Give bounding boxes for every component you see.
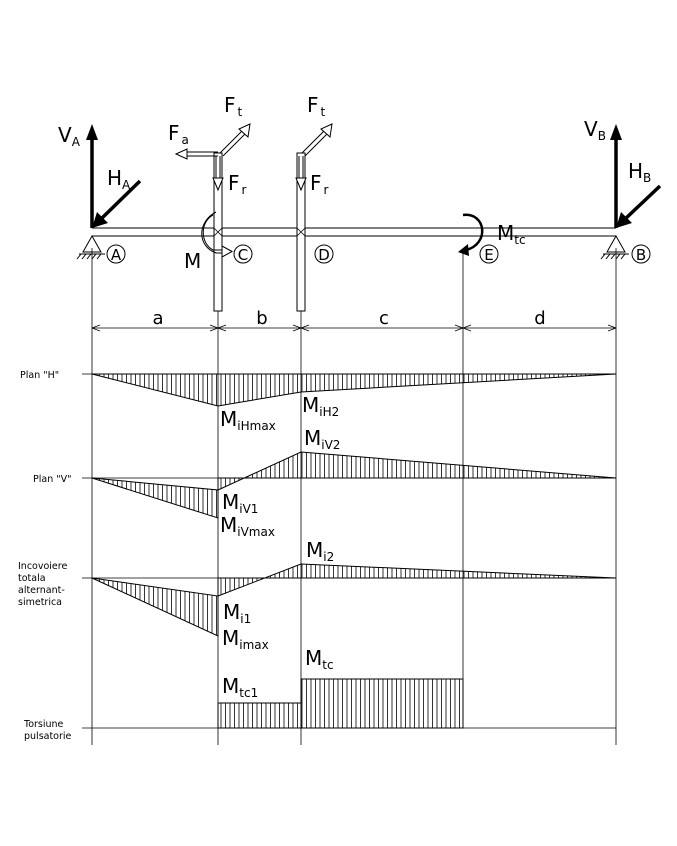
row-label-bending-3: alternant- <box>18 585 65 596</box>
label-mivmax: MiVmax <box>220 513 275 539</box>
label-mtc1: Mtc1 <box>222 674 258 700</box>
svg-text:D: D <box>318 246 330 264</box>
shaft <box>92 227 616 237</box>
label-ha: HA <box>107 166 131 192</box>
label-va: VA <box>58 123 81 149</box>
moment-m-icon <box>201 211 234 258</box>
gear-c <box>213 152 223 312</box>
support-a <box>76 234 105 260</box>
label-miv1: MiV1 <box>222 490 258 516</box>
label-vb: VB <box>584 117 606 143</box>
label-mtc-top: Mtc <box>497 221 526 247</box>
label-mih2: MiH2 <box>302 393 339 419</box>
segment-a: a <box>152 308 163 329</box>
label-mi2: Mi2 <box>306 538 334 564</box>
svg-text:A: A <box>111 246 122 264</box>
fa-c-arrow <box>174 148 218 160</box>
torsion-diagram <box>217 678 464 729</box>
row-label-torsion-1: Torsiune <box>23 719 64 730</box>
label-m: M <box>184 249 201 273</box>
point-d: D <box>314 244 334 264</box>
row-label-bending-1: Incovoiere <box>18 561 67 572</box>
label-hb: HB <box>628 159 651 185</box>
ft-d-arrow <box>301 123 333 157</box>
fr-d-arrow <box>295 156 307 192</box>
row-label-plan-h: Plan "H" <box>20 370 59 381</box>
torque-mtc-icon <box>458 213 484 256</box>
svg-text:C: C <box>238 246 248 264</box>
segment-d: d <box>534 308 545 329</box>
svg-text:B: B <box>636 246 646 264</box>
row-label-bending-4: simetrica <box>18 597 62 608</box>
bending-diagram <box>91 563 617 637</box>
row-label-plan-v: Plan "V" <box>33 474 71 485</box>
label-mihmax: MiHmax <box>220 407 276 433</box>
point-c: C <box>233 244 253 264</box>
gear-d <box>296 152 306 312</box>
row-label-bending-2: totala <box>18 573 46 584</box>
row-label-torsion-2: pulsatorie <box>24 731 72 742</box>
svg-text:E: E <box>484 246 493 264</box>
label-mi1: Mi1 <box>223 600 251 626</box>
label-mimax: Mimax <box>222 626 269 652</box>
plan-h-diagram <box>91 373 617 407</box>
ft-c-arrow <box>219 123 251 157</box>
reaction-vb-arrow <box>610 124 622 228</box>
dimension-line <box>91 324 617 332</box>
support-b <box>600 234 629 260</box>
fr-c-arrow <box>212 156 224 192</box>
reaction-hb-arrow <box>616 184 662 228</box>
segment-c: c <box>379 308 389 329</box>
reaction-ha-arrow <box>92 179 142 228</box>
plan-v-diagram <box>91 451 617 519</box>
point-e: E <box>479 244 499 264</box>
segment-b: b <box>256 308 267 329</box>
label-mtc: Mtc <box>305 646 334 672</box>
reaction-va-arrow <box>86 124 98 228</box>
point-b: B <box>631 244 651 264</box>
label-miv2: MiV2 <box>304 426 340 452</box>
point-a: A <box>106 244 126 264</box>
